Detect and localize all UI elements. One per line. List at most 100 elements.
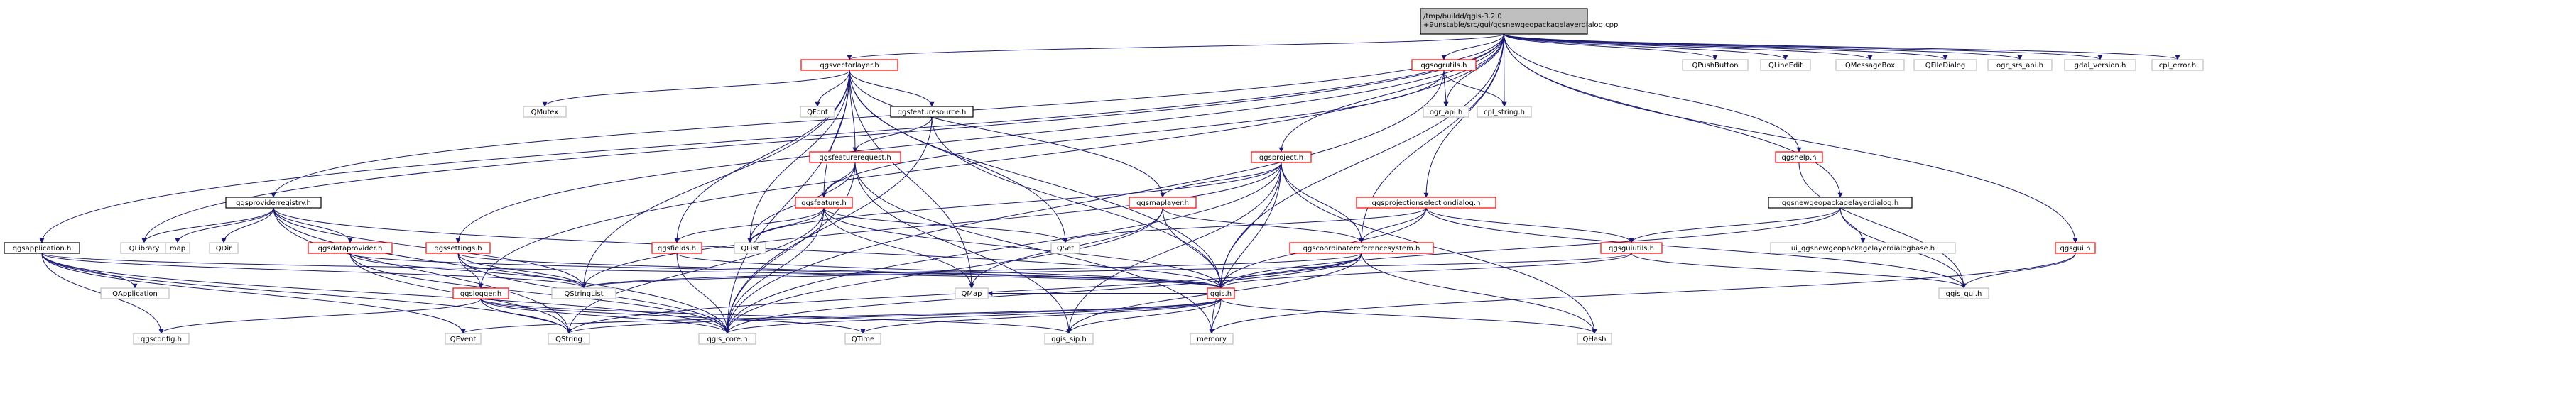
edge-qgsvectorlayer-to-qgsmaplayer <box>849 70 1165 198</box>
node-label: qgsdataprovider.h <box>318 245 383 253</box>
node-box <box>551 287 616 299</box>
edge-root-to-qgsvectorlayer <box>847 33 1504 60</box>
node-qstring[interactable]: QString <box>548 333 590 345</box>
node-label: qgsguiutils.h <box>1609 245 1654 253</box>
node-qset[interactable]: QSet <box>1050 242 1080 254</box>
node-qlibrary[interactable]: QLibrary <box>120 242 168 254</box>
node-ui-qgsnewgeopackagelayerdialogbase[interactable]: ui_qgsnewgeopackagelayerdialogbase.h <box>1770 242 1956 254</box>
node-label: qgis_sip.h <box>1051 336 1087 343</box>
edge-qgsvectorlayer-to-qgis_core <box>724 70 850 334</box>
node-qgsproject[interactable]: qgsproject.h <box>1251 151 1312 163</box>
edge-qgsproviderregistry-to-QString <box>273 207 572 334</box>
node-qlineedit[interactable]: QLineEdit <box>1760 59 1811 71</box>
node-qgsmaplayer[interactable]: qgsmaplayer.h <box>1129 197 1197 209</box>
node-qgsprojectionselectiondialog[interactable]: qgsprojectionselectiondialog.h <box>1356 197 1496 209</box>
node-qgsproviderregistry[interactable]: qgsproviderregistry.h <box>225 197 322 209</box>
node-box <box>1768 197 1913 209</box>
node-qmutex[interactable]: QMutex <box>523 106 567 118</box>
node-ogr-api[interactable]: ogr_api.h <box>1423 106 1469 118</box>
node-qlist[interactable]: QList <box>734 242 766 254</box>
node-box <box>955 287 989 299</box>
edge-root-to-cpl_error <box>1504 33 2180 60</box>
node-qpushbutton[interactable]: QPushButton <box>1682 59 1749 71</box>
node-qgsconfig[interactable]: qgsconfig.h <box>133 333 190 345</box>
node-label: QTime <box>852 336 874 343</box>
node-box <box>2151 59 2204 71</box>
edge-qgsogrutils-to-qgis_core <box>724 70 1445 334</box>
node-qgsfeaturesource[interactable]: qgsfeaturesource.h <box>890 106 974 118</box>
node-label: qgsconfig.h <box>141 336 182 343</box>
node-label: qgsogrutils.h <box>1420 62 1467 70</box>
node-gdal-version[interactable]: gdal_version.h <box>2064 59 2136 71</box>
node-box <box>523 106 567 118</box>
node-qevent[interactable]: QEvent <box>445 333 482 345</box>
node-root[interactable]: /tmp/buildd/qgis-3.2.0+9unstable/src/gui… <box>1420 8 1618 35</box>
node-qmessagebox[interactable]: QMessageBox <box>1835 59 1905 71</box>
node-cpl-string[interactable]: cpl_string.h <box>1477 106 1532 118</box>
node-ogr-srs-api[interactable]: ogr_srs_api.h <box>1987 59 2053 71</box>
node-qgsguiutils[interactable]: qgsguiutils.h <box>1600 242 1663 254</box>
node-qgsgui[interactable]: qgsgui.h <box>2055 242 2096 254</box>
edge-qgsogrutils-to-cpl_string <box>1443 70 1507 107</box>
node-cpl-error[interactable]: cpl_error.h <box>2151 59 2204 71</box>
node-qgsdataprovider[interactable]: qgsdataprovider.h <box>308 242 393 254</box>
node-qhash[interactable]: QHash <box>1577 333 1612 345</box>
node-box <box>133 333 190 345</box>
node-qgis-sip[interactable]: qgis_sip.h <box>1044 333 1094 345</box>
node-qfiledialog[interactable]: QFileDialog <box>1913 59 1977 71</box>
node-qgis-core[interactable]: qgis_core.h <box>698 333 756 345</box>
node-qgssettings[interactable]: qgssettings.h <box>425 242 491 254</box>
node-qtime[interactable]: QTime <box>844 333 881 345</box>
node-qgsfeature[interactable]: qgsfeature.h <box>795 197 853 209</box>
edge-qgssettings-to-qgis <box>457 253 1224 289</box>
node-box <box>1682 59 1749 71</box>
node-qgis[interactable]: qgis.h <box>1207 287 1235 299</box>
node-label: QHash <box>1582 336 1606 343</box>
node-box <box>844 333 881 345</box>
node-qgshelp[interactable]: qgshelp.h <box>1775 151 1823 163</box>
edge-root-to-QFileDialog <box>1504 33 1948 60</box>
node-box <box>890 106 974 118</box>
node-qfont[interactable]: QFont <box>800 106 835 118</box>
edge-qgsvectorlayer-to-qgsfeaturesource <box>849 70 935 107</box>
node-qgsfields[interactable]: qgsfields.h <box>651 242 702 254</box>
node-label: QEvent <box>450 336 477 343</box>
node-qgsnewgeopackagelayerdialog[interactable]: qgsnewgeopackagelayerdialog.h <box>1768 197 1913 209</box>
edge-root-to-qgsapplication <box>39 33 1504 243</box>
edge-qgsfeature-to-QString <box>566 207 825 334</box>
node-qdir[interactable]: QDir <box>209 242 239 254</box>
edge-qgsmaplayer-to-qgscoordinatereferencesystem <box>1162 207 1364 243</box>
node-qgscoordinatereferencesystem[interactable]: qgscoordinatereferencesystem.h <box>1289 242 1434 254</box>
node-qstringlist[interactable]: QStringList <box>551 287 616 299</box>
node-qgslogger[interactable]: qgslogger.h <box>452 287 509 299</box>
node-label: QSet <box>1057 245 1074 253</box>
node-box <box>800 106 835 118</box>
node-label: map <box>170 245 185 253</box>
node-qapplication[interactable]: QApplication <box>100 287 170 299</box>
edge-qgsfeaturesource-to-qgis <box>931 116 1224 289</box>
edge-qgsogrutils-to-qgsfeature <box>821 70 1445 198</box>
node-box <box>1775 151 1823 163</box>
node-qgsvectorlayer[interactable]: qgsvectorlayer.h <box>800 59 898 71</box>
node-box <box>548 333 590 345</box>
node-qgsfeaturerequest[interactable]: qgsfeaturerequest.h <box>809 151 901 163</box>
node-box <box>209 242 239 254</box>
edge-qgsapplication-to-QEvent <box>41 253 466 334</box>
edge-qgsproviderregistry-to-qgis_core <box>273 207 730 334</box>
edge-qgslogger-to-qgsconfig <box>158 298 482 334</box>
node-box <box>425 242 491 254</box>
node-qgsogrutils[interactable]: qgsogrutils.h <box>1411 59 1477 71</box>
node-box <box>1913 59 1977 71</box>
node-qmap[interactable]: QMap <box>955 287 989 299</box>
node-box <box>1356 197 1496 209</box>
node-label: qgsfeaturerequest.h <box>819 154 891 162</box>
node-label: qgsfeature.h <box>801 199 847 207</box>
node-label: qgscoordinatereferencesystem.h <box>1303 245 1420 253</box>
node-qgsapplication[interactable]: qgsapplication.h <box>4 242 80 254</box>
edge-qgsproviderregistry-to-qgsdataprovider <box>273 207 353 243</box>
edges-layer <box>39 33 2180 334</box>
node-memory[interactable]: memory <box>1190 333 1234 345</box>
node-qgis-gui[interactable]: qgis_gui.h <box>1938 287 1989 299</box>
node-map[interactable]: map <box>165 242 190 254</box>
node-box <box>2064 59 2136 71</box>
